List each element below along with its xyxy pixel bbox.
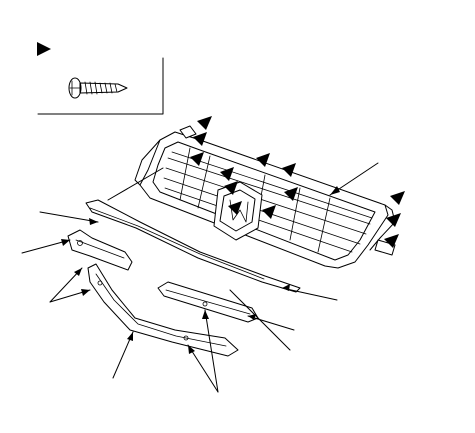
- callout-marker-3: [190, 152, 204, 166]
- callout-marker-10: [284, 187, 298, 201]
- leader-center-bracket: [247, 315, 295, 331]
- leader-bottom-clip-a: [204, 309, 219, 393]
- upper-grille-molding: [85, 199, 301, 293]
- callout-marker-8: [228, 201, 242, 215]
- callout-marker-12: [386, 213, 401, 227]
- center-grille-bracket: [157, 281, 259, 323]
- lower-grille-bracket: [87, 263, 239, 357]
- leader-molding-right: [281, 287, 338, 301]
- leader-upper-molding-top: [107, 167, 164, 201]
- legend-triangle-marker: [37, 42, 51, 56]
- legend: [37, 42, 164, 115]
- left-grille-bracket: [67, 229, 133, 271]
- callout-marker-1: [197, 116, 212, 130]
- self-tapping-screw-icon: [68, 77, 128, 99]
- callout-marker-2: [193, 132, 207, 146]
- callout-marker-5: [256, 153, 270, 167]
- callout-marker-6: [282, 163, 296, 177]
- callout-marker-9: [262, 205, 276, 219]
- callout-marker-7: [224, 181, 238, 195]
- screw-callout-markers: [190, 116, 405, 248]
- callout-marker-13: [384, 234, 399, 248]
- leader-bottom-clip-b: [187, 344, 219, 393]
- callout-marker-11: [390, 191, 405, 205]
- leader-center-bracket-2: [229, 289, 291, 351]
- callout-marker-4: [220, 167, 234, 181]
- leader-upper-molding-left: [39, 211, 99, 223]
- legend-box-border: [37, 57, 164, 115]
- front-grille: [134, 125, 396, 269]
- leader-lines: [21, 162, 379, 393]
